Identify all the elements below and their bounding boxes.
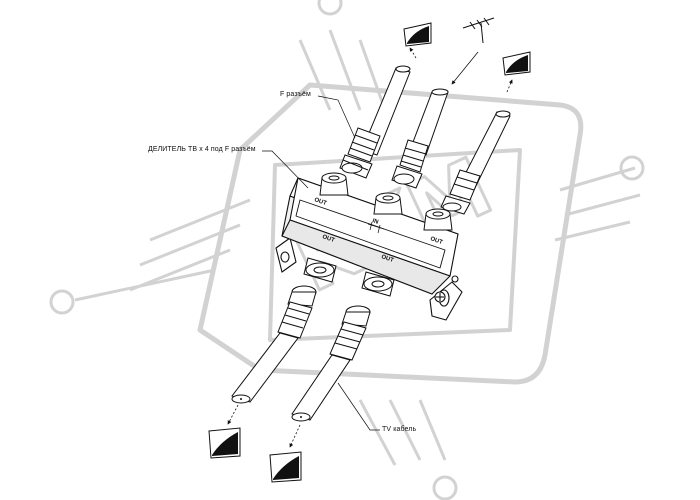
callout-connector: F разъём [280, 91, 311, 98]
cable-bottom-center [291, 305, 371, 422]
splitter-body [275, 177, 463, 321]
splitter-schematic [367, 221, 385, 234]
tv-screen-icon [208, 427, 241, 459]
tv-screen-icon [403, 22, 432, 47]
cable-top-right [440, 110, 511, 215]
tv-screen-icon [269, 451, 302, 483]
port-out-bottom-right [361, 271, 395, 297]
callout-leader-splitter [262, 150, 309, 189]
f-connector [391, 165, 423, 189]
splitter-label-out: OUT [313, 197, 327, 207]
f-connector [339, 154, 373, 179]
tv-arrow-top-left [409, 47, 417, 59]
cable-top-left [339, 65, 411, 179]
port-out-bottom-left [303, 257, 337, 283]
antenna-arrow [451, 51, 479, 85]
tv-arrow-top-right [506, 79, 513, 93]
f-connector [341, 305, 371, 327]
splitter-label-out: OUT [321, 234, 335, 244]
splitter-label-out: OUT [429, 236, 443, 246]
cable-bottom-left [231, 285, 317, 404]
tv-arrow-bottom-left [227, 404, 239, 425]
antenna-icon [462, 17, 495, 44]
cable-top-center [391, 88, 449, 189]
splitter-label-out: OUT [380, 254, 394, 264]
tv-arrow-bottom-center [289, 424, 301, 448]
f-connector [440, 195, 471, 215]
callout-cable: TV кабель [382, 426, 417, 433]
splitter-label-in: IN [371, 218, 379, 226]
callout-leader-connector [317, 95, 356, 139]
f-connector [287, 285, 317, 307]
port-in [373, 192, 403, 215]
port-out-top-right [423, 208, 453, 231]
callout-splitter: ДЕЛИТЕЛЬ ТВ х 4 под F разъём [148, 146, 256, 153]
callout-leader-cable [337, 382, 380, 431]
port-out-top-left [319, 172, 349, 196]
tv-screen-icon [502, 51, 531, 76]
